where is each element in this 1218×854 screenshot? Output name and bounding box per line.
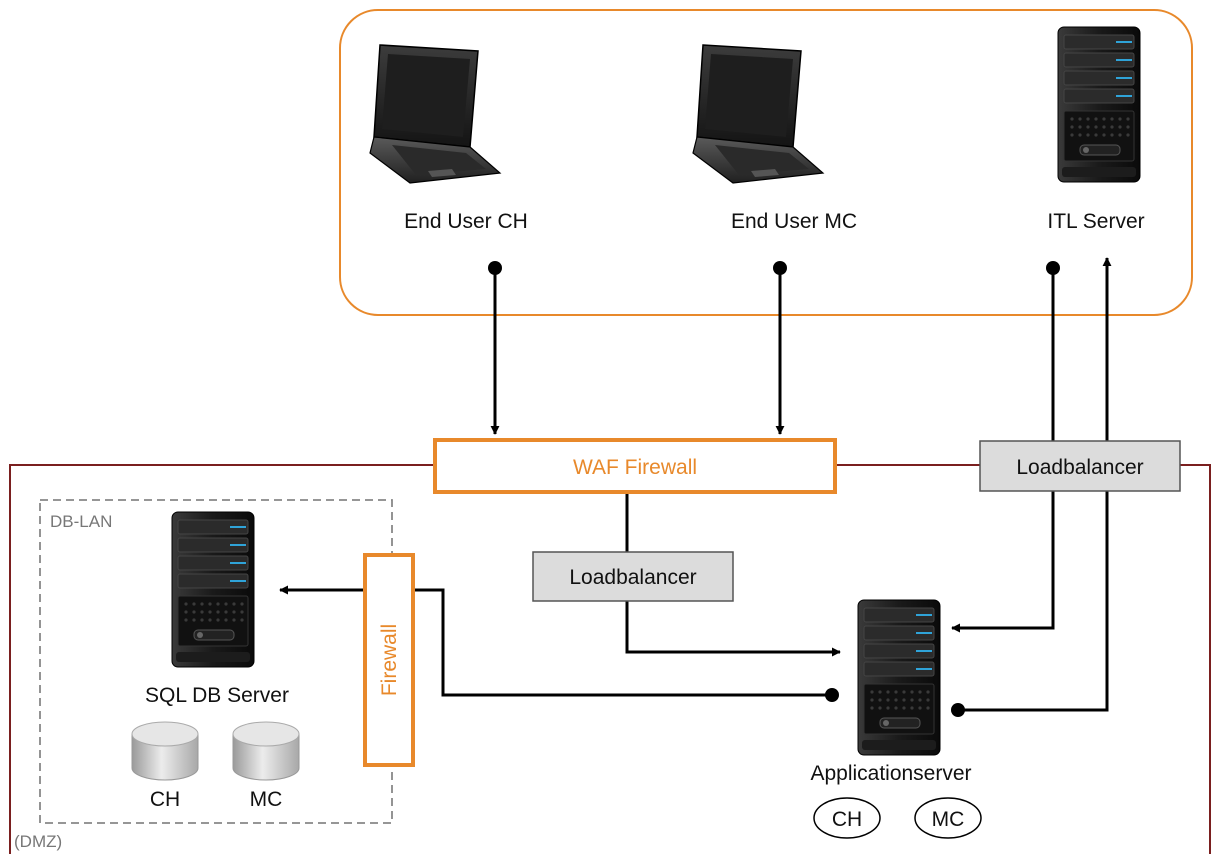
app-mc-label: MC [932,808,965,831]
link-appserver-to-sqldb [279,585,832,697]
link-dot [825,688,839,702]
tower-server-icon [857,599,941,756]
app-ch-badge: CH [813,797,881,839]
laptop-icon [369,44,501,184]
end-user-ch-node[interactable]: End User CH [369,44,528,233]
end-user-ch-label: End User CH [404,210,528,233]
sql-db-server-label: SQL DB Server [145,684,289,707]
app-ch-label: CH [832,808,862,831]
itl-server-node[interactable]: ITL Server [1047,26,1145,233]
database-cylinder-icon [232,721,300,781]
link-appserver-to-itl [958,257,1112,712]
loadbalancer-top-label: Loadbalancer [1016,456,1143,479]
sql-db-server-node[interactable]: SQL DB Server [145,511,289,707]
laptop-icon [692,44,824,184]
app-mc-badge: MC [914,797,982,839]
end-user-mc-node[interactable]: End User MC [692,44,857,233]
link-dot [488,261,502,275]
db-mc-node[interactable]: MC [232,721,300,811]
link-dot [951,703,965,717]
tower-server-icon [1057,26,1141,183]
link-dot [1046,261,1060,275]
link-waf-to-appserver [625,493,841,657]
itl-server-label: ITL Server [1047,210,1144,233]
app-server-node[interactable]: Applicationserver [810,599,972,785]
loadbalancer-mid-box[interactable]: Loadbalancer [532,551,734,602]
tower-server-icon [171,511,255,668]
loadbalancer-mid-label: Loadbalancer [569,566,696,589]
dmz-zone-label: (DMZ) [14,832,62,851]
waf-firewall-box[interactable]: WAF Firewall [433,438,837,494]
firewall-box[interactable]: Firewall [363,553,415,767]
waf-firewall-label: WAF Firewall [573,456,697,479]
clients-zone [339,9,1193,316]
db-ch-label: CH [150,788,180,811]
firewall-label: Firewall [378,624,401,696]
app-server-label: Applicationserver [810,762,971,785]
end-user-mc-label: End User MC [731,210,857,233]
dmz-zone [9,464,1211,854]
link-itl-to-appserver [951,268,1055,633]
db-lan-zone-label: DB-LAN [50,512,112,531]
loadbalancer-top-box[interactable]: Loadbalancer [979,440,1181,492]
database-cylinder-icon [131,721,199,781]
db-mc-label: MC [250,788,283,811]
db-ch-node[interactable]: CH [131,721,199,811]
link-dot [773,261,787,275]
